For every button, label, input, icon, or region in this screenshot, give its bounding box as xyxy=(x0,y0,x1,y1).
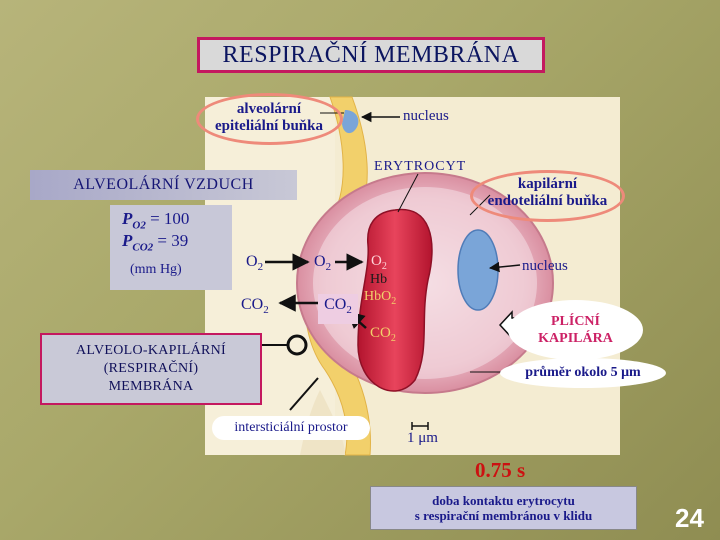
membrane-box: ALVEOLO-KAPILÁRNÍ (RESPIRAČNÍ) MEMBRÁNA xyxy=(40,333,262,405)
alveolar-air-banner: ALVEOLÁRNÍ VZDUCH xyxy=(30,170,297,200)
co2-mid-label: CO2 xyxy=(318,294,358,324)
hbo2-label: HbO2 xyxy=(364,289,397,307)
contact-description-box: doba kontaktu erytrocytu s respirační me… xyxy=(370,486,637,530)
pointer-erytrocyt xyxy=(397,173,419,213)
interstitial-label: intersticiální prostor xyxy=(212,416,370,440)
contact-time: 0.75 s xyxy=(475,458,526,482)
label-nucleus-top: nucleus xyxy=(403,108,449,124)
pulmonary-capillary-label: PLÍCNÍ KAPILÁRA xyxy=(508,300,643,360)
label-capillary-cell: kapilární endoteliální buňka xyxy=(487,176,608,209)
epithelial-nucleus xyxy=(342,110,359,134)
pointer-interstitial xyxy=(289,377,319,411)
o2-rbc-label: O2 xyxy=(371,253,387,272)
endothelial-nucleus xyxy=(457,229,499,311)
membrane-marker-circle xyxy=(286,334,308,356)
slide-title: RESPIRAČNÍ MEMBRÁNA xyxy=(197,37,545,73)
diameter-label: průměr okolo 5 μm xyxy=(500,358,666,388)
unit-label: (mm Hg) xyxy=(130,262,182,277)
label-nucleus-right: nucleus xyxy=(522,258,568,274)
oval-alveolar-cell xyxy=(196,93,343,145)
o2-left-label: O2 xyxy=(246,253,264,274)
scale-label: 1 μm xyxy=(407,430,438,446)
co2-rbc-label: CO2 xyxy=(370,325,396,344)
alveolar-air-text: ALVEOLÁRNÍ VZDUCH xyxy=(73,176,254,193)
label-erytrocyt: ERYTROCYT xyxy=(374,159,467,174)
po2-line: PO2 = 100 xyxy=(122,209,190,232)
slide-number: 24 xyxy=(675,503,704,533)
pco2-line: PCO2 = 39 xyxy=(122,231,189,254)
hb-label: Hb xyxy=(370,272,388,287)
pointer-nucleus-right xyxy=(488,261,521,273)
erythrocyte xyxy=(357,208,433,392)
o2-mid-label: O2 xyxy=(314,253,332,274)
pressure-box: PO2 = 100 PCO2 = 39 (mm Hg) xyxy=(110,205,232,290)
co2-left-label: CO2 xyxy=(241,296,269,317)
label-alveolar-cell: alveolární epiteliální buňka xyxy=(215,101,323,134)
slide-title-text: RESPIRAČNÍ MEMBRÁNA xyxy=(222,41,520,68)
oval-capillary-cell xyxy=(470,170,625,222)
